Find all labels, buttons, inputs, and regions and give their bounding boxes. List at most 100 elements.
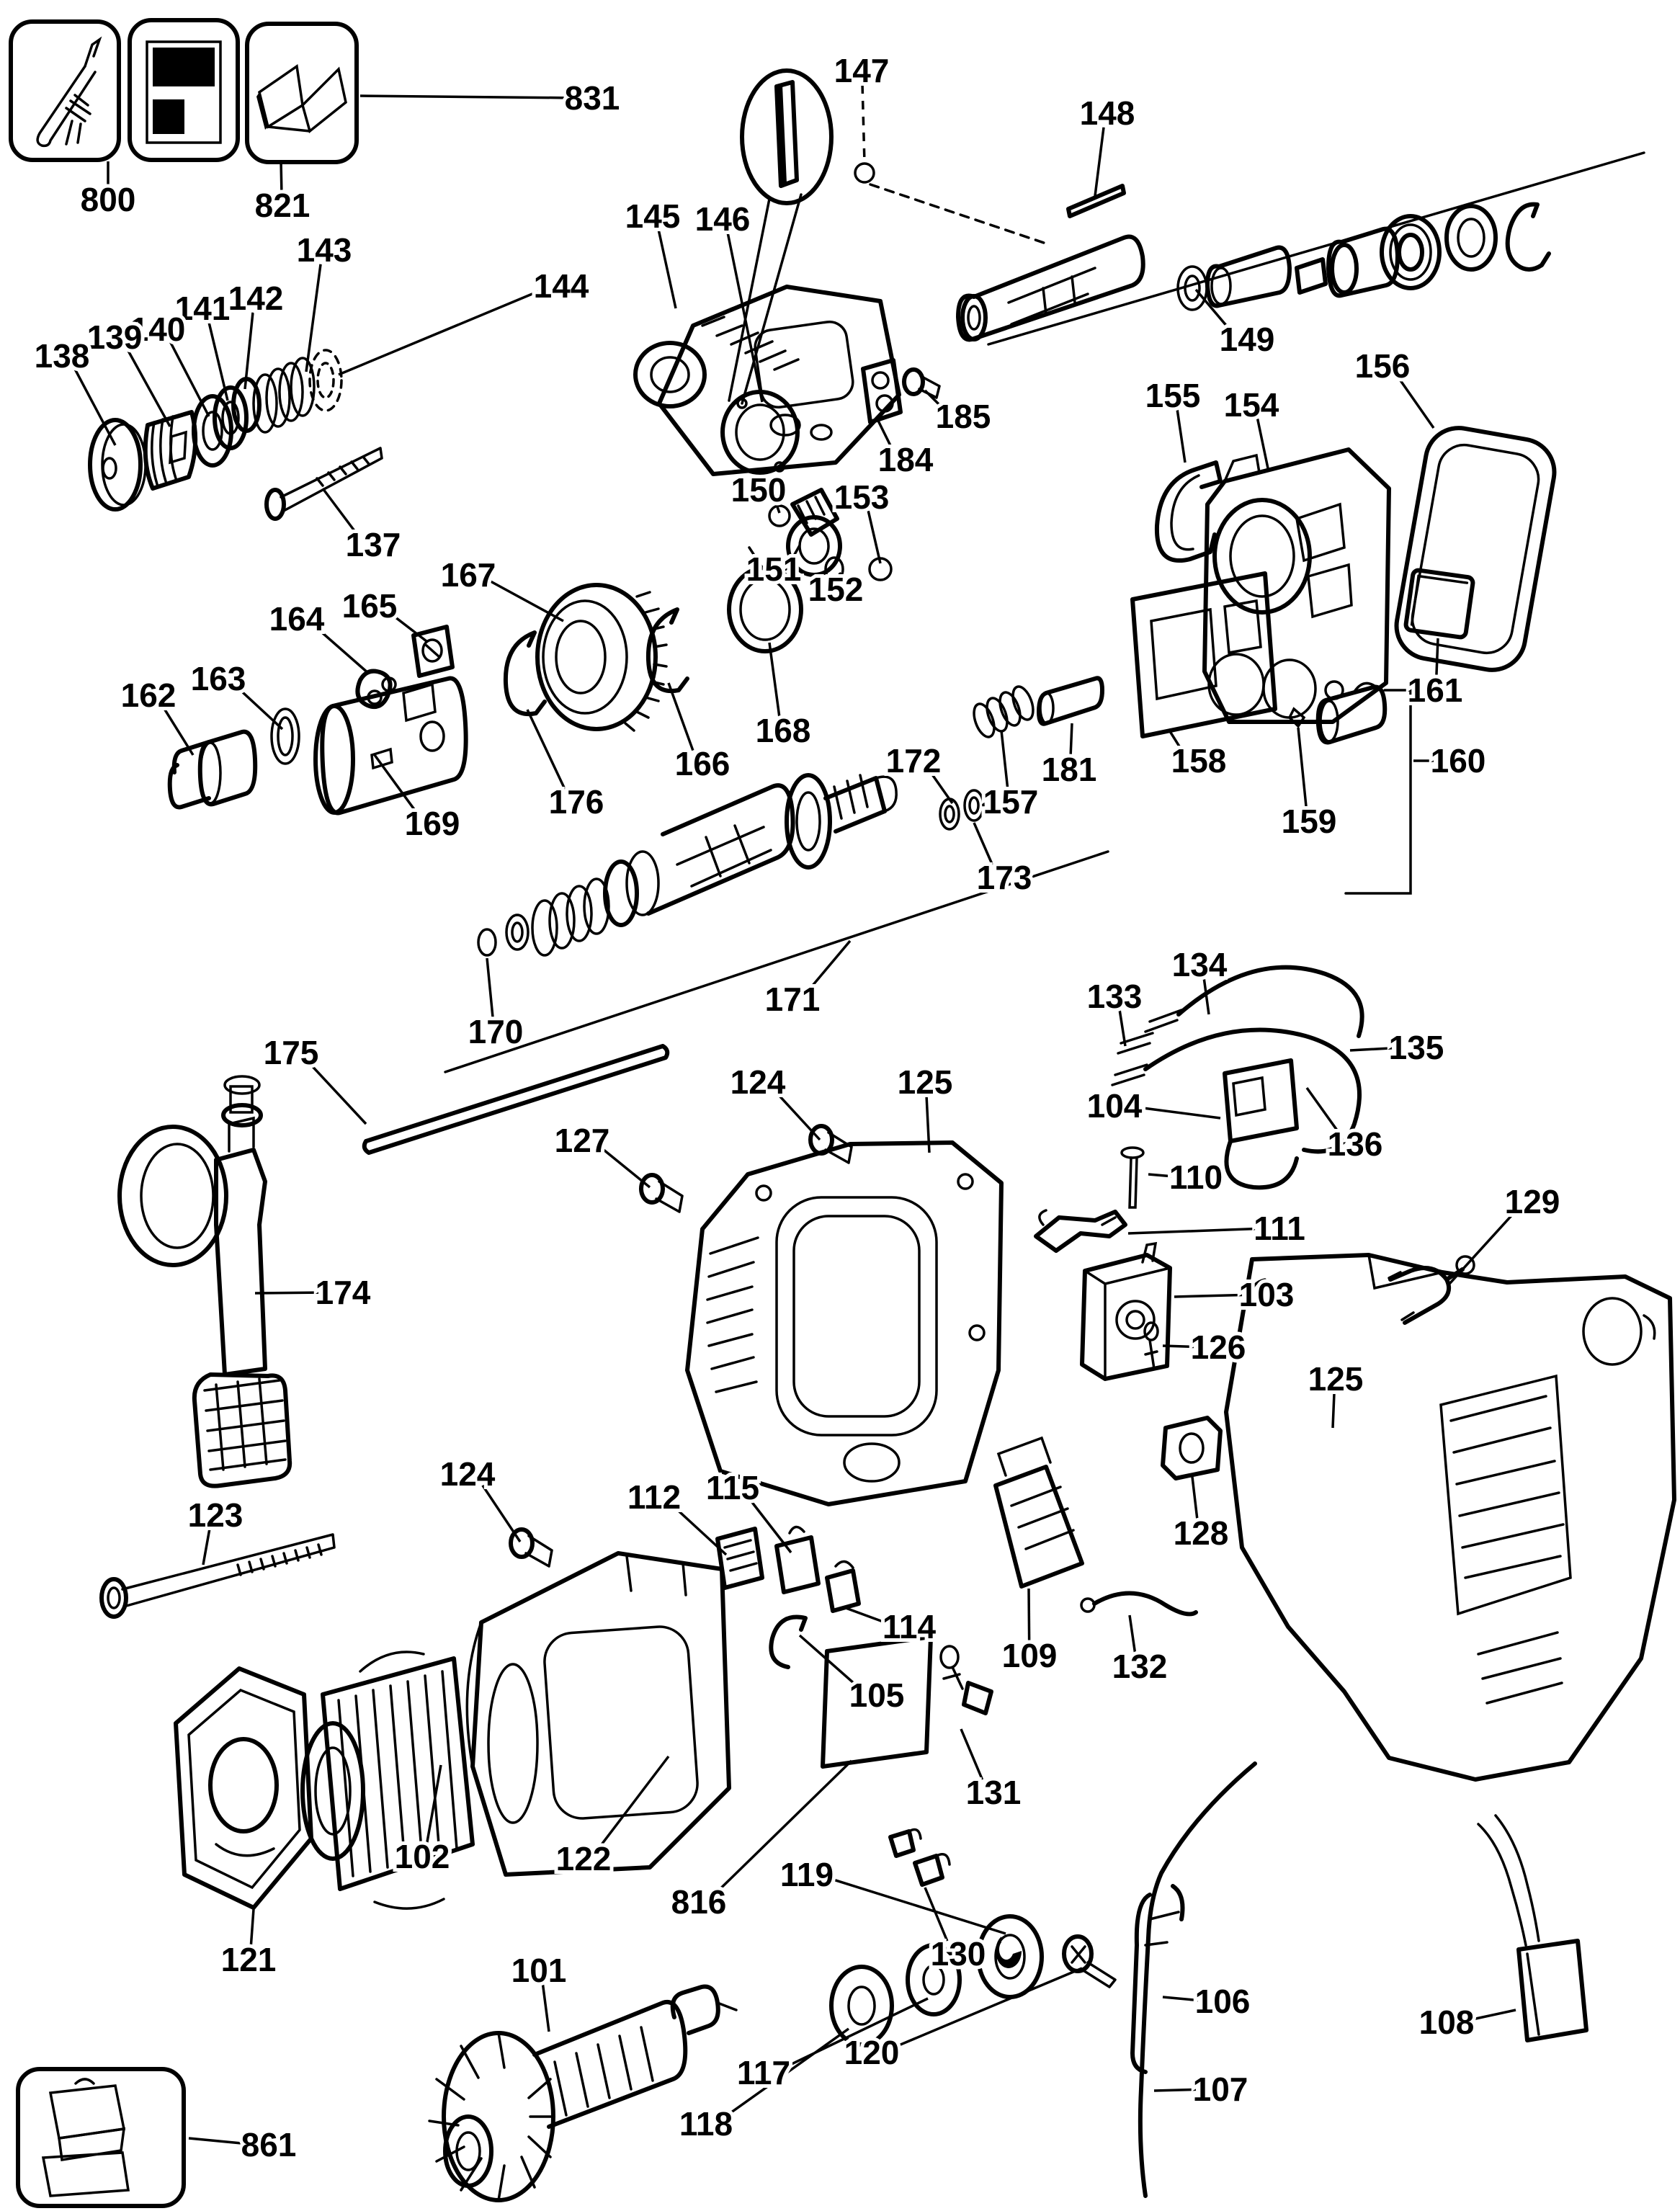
part-118-bearing-drawing — [829, 1965, 894, 2047]
leader-line-166 — [667, 682, 694, 751]
leader-lines-layer — [73, 84, 1516, 2145]
part-number-label-144: 144 — [534, 267, 589, 305]
leader-line-115 — [748, 1497, 792, 1554]
leader-line-118 — [725, 2027, 850, 2117]
leader-line-152 — [838, 572, 842, 576]
leader-line-151 — [790, 545, 801, 560]
part-171-shaft-assembly-drawing — [477, 773, 898, 957]
leader-line-149 — [1194, 288, 1230, 331]
leader-line-173 — [973, 822, 994, 866]
part-168-ring-drawing — [727, 566, 803, 653]
leader-line-102 — [426, 1764, 442, 1843]
part-120-screw-drawing — [1062, 1934, 1117, 1988]
leader-line-127 — [601, 1148, 651, 1189]
leader-line-161 — [1435, 638, 1439, 676]
leader-line-133 — [1118, 1010, 1127, 1047]
leader-line-159 — [1297, 727, 1308, 808]
part-number-label-168: 168 — [756, 712, 811, 749]
part-number-label-123: 123 — [188, 1496, 243, 1534]
leader-line-122 — [598, 1755, 670, 1849]
leader-line-140 — [169, 341, 210, 417]
part-122-motor-housing-drawing — [465, 1551, 731, 1877]
leader-line-145 — [657, 230, 677, 309]
leader-line-107 — [1153, 2088, 1197, 2092]
leader-line-150 — [774, 500, 781, 514]
leader-line-172 — [929, 770, 954, 805]
leader-line-125 — [925, 1096, 931, 1153]
leader-line-129 — [1448, 1210, 1516, 1285]
nameplate-label-icon — [146, 40, 222, 144]
part-114-clip-drawing — [825, 1560, 861, 1613]
leader-line-123 — [202, 1529, 211, 1565]
part-146-gasket-drawing — [720, 390, 800, 475]
leader-line-132 — [1128, 1614, 1137, 1653]
leader-line-141 — [207, 321, 229, 401]
part-185-screw-drawing — [902, 367, 941, 399]
part-number-label-107: 107 — [1193, 2071, 1248, 2108]
leader-line-139 — [126, 349, 171, 427]
part-174-handle-drawing — [117, 1075, 292, 1488]
part-number-label-816: 816 — [671, 1883, 727, 1921]
part-number-label-138: 138 — [35, 337, 90, 375]
leader-line-175 — [308, 1061, 367, 1125]
part-number-label-137: 137 — [346, 526, 401, 563]
part-119-retainer-drawing — [976, 1914, 1044, 1999]
part-number-label-165: 165 — [342, 587, 398, 625]
leader-line-148 — [1094, 127, 1105, 197]
part-number-label-143: 143 — [297, 231, 352, 269]
leader-line-120 — [893, 1967, 1083, 2049]
leader-line-135 — [1349, 1047, 1393, 1052]
part-number-label-861: 861 — [241, 2126, 297, 2163]
leader-line-831 — [359, 94, 568, 99]
part-104-brush-wiring-drawing — [1111, 965, 1364, 1190]
detail-circle-146 — [728, 68, 834, 405]
part-159-pin-drawing — [1287, 707, 1306, 728]
part-139-drawing — [143, 410, 198, 491]
part-number-label-184: 184 — [878, 441, 934, 478]
part-176-circlip-drawing — [503, 630, 547, 717]
leader-line-184 — [876, 419, 893, 449]
part-number-label-125: 125 — [1308, 1360, 1364, 1398]
leader-line-137 — [321, 487, 358, 535]
part-128-grommet-drawing — [1161, 1416, 1223, 1480]
part-number-label-161: 161 — [1408, 671, 1463, 709]
part-108-block-drawing — [1477, 1814, 1589, 2042]
leader-line-125 — [1331, 1393, 1336, 1429]
part-number-label-133: 133 — [1087, 978, 1143, 1015]
part-137-screw-drawing — [264, 447, 383, 521]
part-number-label-129: 129 — [1505, 1183, 1560, 1220]
leader-line-124 — [774, 1091, 821, 1141]
part-number-label-102: 102 — [395, 1838, 450, 1875]
part-number-label-119: 119 — [780, 1856, 834, 1893]
part-number-label-122: 122 — [556, 1840, 612, 1877]
part-148-pin-drawing — [1066, 184, 1126, 218]
part-169-sleeve-drawing — [313, 676, 468, 816]
leader-line-111 — [1127, 1227, 1256, 1235]
part-number-label-162: 162 — [121, 676, 177, 714]
part-number-label-124: 124 — [730, 1063, 786, 1101]
leader-line-171 — [808, 939, 852, 990]
part-102-field-drawing — [300, 1651, 475, 1910]
part-number-label-152: 152 — [808, 571, 864, 608]
leader-line-165 — [389, 612, 428, 643]
part-number-label-128: 128 — [1174, 1514, 1229, 1552]
legend-box-831 — [245, 22, 359, 164]
leader-line-153 — [867, 510, 882, 564]
leader-line-105 — [798, 1634, 859, 1688]
part-number-label-108: 108 — [1419, 2004, 1475, 2041]
part-101-armature-drawing — [428, 1984, 738, 2202]
part-161-pad-drawing — [1403, 568, 1475, 640]
legend-box-800 — [9, 19, 121, 162]
part-number-label-831: 831 — [565, 79, 620, 117]
part-149-spindle-group-drawing — [956, 151, 1645, 346]
part-number-label-156: 156 — [1355, 347, 1411, 385]
bracket-171 — [444, 850, 1109, 1073]
leader-line-185 — [924, 389, 944, 410]
part-number-label-176: 176 — [549, 783, 604, 821]
part-140-drawing — [192, 394, 233, 468]
leader-line-157 — [1000, 730, 1009, 788]
part-141-drawing — [213, 385, 249, 450]
part-number-label-821: 821 — [255, 187, 310, 224]
part-number-label-142: 142 — [228, 280, 284, 317]
